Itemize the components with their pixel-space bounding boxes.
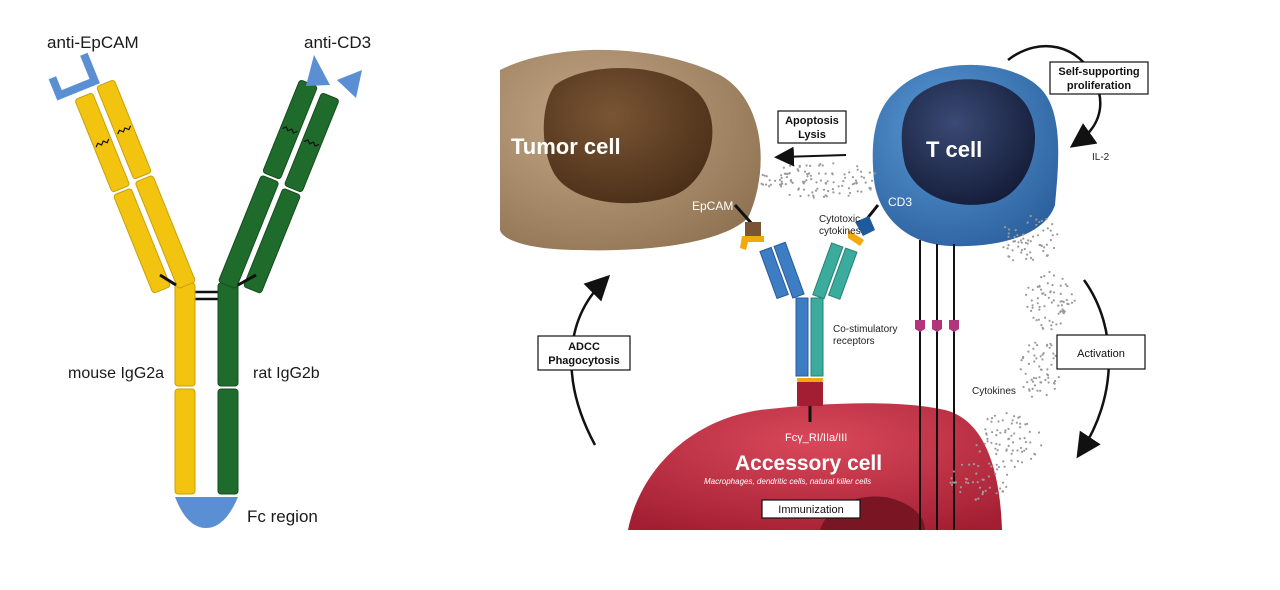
- epcam-label: EpCAM: [692, 199, 733, 213]
- self-supporting-label: Self-supporting: [1058, 66, 1139, 78]
- adcc-label: ADCC: [568, 341, 600, 353]
- cytotoxic-cytokines-label: cytokines: [819, 226, 861, 237]
- rat-arm: [218, 79, 339, 294]
- cd3-antigen: [855, 216, 875, 236]
- cytokine-dots: [760, 162, 1076, 501]
- il2-label: IL-2: [1092, 152, 1110, 163]
- epcam-antigen: [745, 222, 761, 238]
- epcam-binding-site: [48, 52, 100, 101]
- t-cell-nucleus: [901, 79, 1036, 205]
- cd3-binding-site-left: [306, 55, 330, 86]
- apoptosis-box: [777, 110, 847, 144]
- costim-receptor-3: [949, 320, 959, 332]
- mouse-igg2a-label: mouse IgG2a: [68, 365, 164, 382]
- anti-cd3-label: anti-CD3: [304, 33, 371, 52]
- anti-epcam-label: anti-EpCAM: [47, 33, 139, 52]
- proliferation-label: proliferation: [1067, 80, 1131, 92]
- rat-heavy-stem-upper: [217, 282, 239, 387]
- immunization-box: [761, 499, 861, 519]
- rat-igg2b-label: rat IgG2b: [253, 365, 320, 382]
- apoptosis-label: Apoptosis: [785, 115, 839, 127]
- rat-light-link: [237, 273, 257, 287]
- phagocytosis-label: Phagocytosis: [548, 355, 620, 367]
- accessory-subtitle: Macrophages, dendritic cells, natural ki…: [704, 477, 871, 486]
- accessory-cell-label: Accessory cell: [735, 452, 882, 475]
- bispecific-antibody: [733, 203, 880, 422]
- fc-region-shape: [175, 497, 238, 528]
- cd3-label: CD3: [888, 195, 912, 209]
- rat-heavy-stem-lower: [217, 388, 239, 495]
- costim-receptor-2: [932, 320, 942, 332]
- fc-receptor-label: Fcγ_RI/IIa/III: [785, 432, 847, 444]
- costim-label: Co-stimulatory: [833, 324, 897, 335]
- immunization-label: Immunization: [778, 504, 843, 516]
- cytotoxic-label: Cytotoxic: [819, 214, 860, 225]
- antibody-structure: [48, 52, 362, 528]
- receptors-label: receptors: [833, 336, 875, 347]
- proliferation-box: [1049, 61, 1149, 95]
- apoptosis-arrow: [774, 146, 847, 167]
- mouse-heavy-stem-upper: [174, 282, 196, 387]
- lysis-label: Lysis: [798, 129, 826, 141]
- activation-label: Activation: [1077, 348, 1125, 360]
- fc-region-label: Fc region: [247, 507, 318, 526]
- mouse-arm: [75, 79, 196, 294]
- adcc-box: [537, 335, 631, 371]
- mouse-heavy-stem-lower: [174, 388, 196, 495]
- t-cell-label: T cell: [926, 137, 982, 162]
- tumor-cell-label: Tumor cell: [511, 134, 621, 159]
- activation-box: [1056, 334, 1146, 370]
- costim-receptor-1: [915, 320, 925, 332]
- cd3-binding-site-right: [337, 70, 362, 98]
- mouse-light-link: [159, 273, 177, 287]
- tumor-nucleus: [543, 68, 713, 204]
- cytokines-label: Cytokines: [972, 386, 1016, 397]
- tumor-cell: [500, 49, 761, 251]
- t-cell: [872, 64, 1059, 247]
